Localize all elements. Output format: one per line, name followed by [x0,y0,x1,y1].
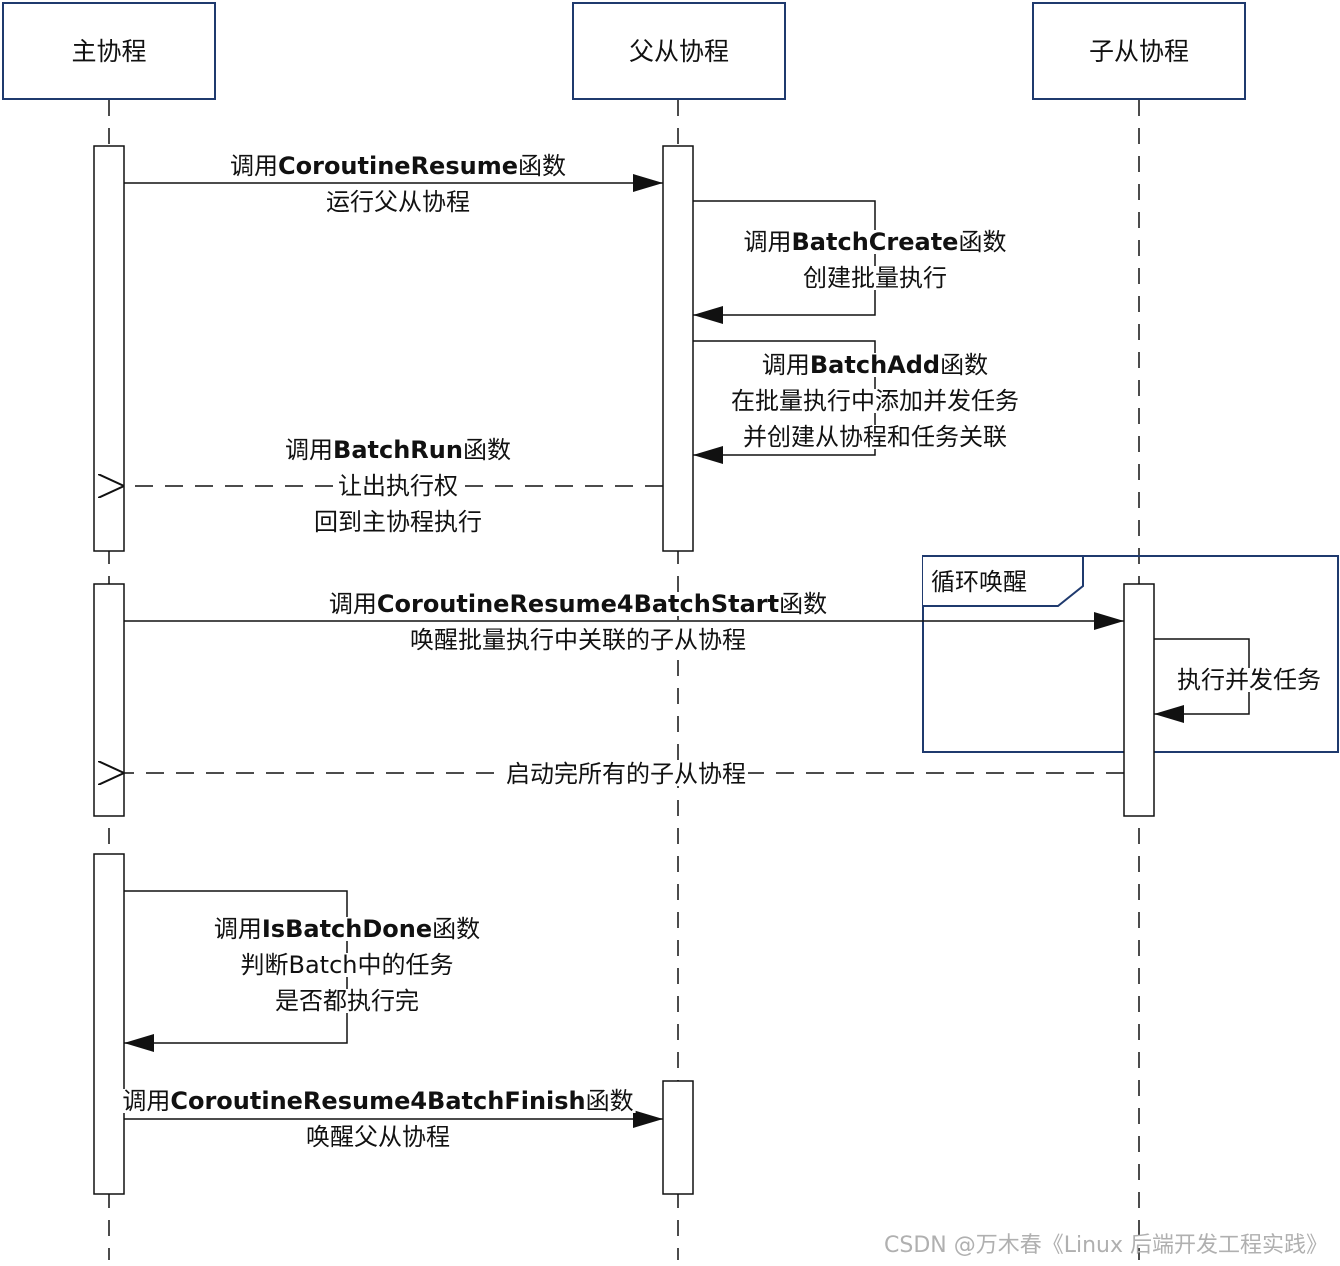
label-background [504,762,748,786]
message-label-line: 调用IsBatchDone函数 [214,915,480,943]
message-label-m6: 执行并发任务 [1175,666,1323,694]
label-background [238,953,456,977]
label-background [211,917,483,941]
label-background [1175,668,1323,692]
message-label-line: 调用BatchRun函数 [285,436,511,464]
label-background [324,190,472,214]
message-label-line: 并创建从协程和任务关联 [743,423,1007,451]
label-background [729,389,1021,413]
activation-main-3 [93,853,125,1195]
message-label-m7: 启动完所有的子从协程 [504,760,748,788]
label-background [759,353,991,377]
message-arrow-m2 [693,200,876,324]
loop-fragment: 循环唤醒 [922,555,1339,753]
message-label-line: 调用CoroutineResume函数 [230,152,566,180]
activation-parent-2 [662,1080,694,1195]
label-background [273,989,421,1013]
label-background [228,154,568,178]
participant-child-label: 子从协程 [1089,37,1189,66]
watermark-text: CSDN @万木春《Linux 后端开发工程实践》 [884,1233,1328,1258]
message-label-line: 调用CoroutineResume4BatchFinish函数 [122,1087,633,1115]
activation-main-2 [93,583,125,817]
message-label-line: 运行父从协程 [326,188,470,216]
activation-main-1 [93,145,125,552]
label-background [326,592,830,616]
label-background [741,230,1009,254]
participant-parent: 父从协程 [572,2,786,100]
label-background [801,266,949,290]
participant-main: 主协程 [2,2,216,100]
message-label-line: 创建批量执行 [803,264,947,292]
participant-main-label: 主协程 [71,37,146,66]
message-label-line: 调用BatchCreate函数 [744,228,1007,256]
message-label-line: 是否都执行完 [275,987,419,1015]
label-background [283,438,513,462]
message-label-m5: 调用CoroutineResume4BatchStart函数唤醒批量执行中关联的… [326,590,830,654]
label-background [336,474,460,498]
message-label-line: 回到主协程执行 [314,508,482,536]
message-label-line: 调用CoroutineResume4BatchStart函数 [329,590,827,618]
label-background [312,510,484,534]
message-label-line: 执行并发任务 [1177,666,1321,694]
participant-child: 子从协程 [1032,2,1246,100]
label-background [741,425,1009,449]
message-label-line: 启动完所有的子从协程 [506,760,746,788]
message-label-line: 在批量执行中添加并发任务 [731,387,1019,415]
message-label-line: 调用BatchAdd函数 [762,351,988,379]
participant-parent-label: 父从协程 [629,37,729,66]
loop-fragment-label: 循环唤醒 [931,568,1027,596]
label-background [120,1089,636,1113]
message-label-line: 唤醒批量执行中关联的子从协程 [410,626,746,654]
label-background [408,628,748,652]
message-label-line: 唤醒父从协程 [306,1123,450,1151]
message-label-line: 判断Batch中的任务 [241,951,454,979]
label-background [304,1125,452,1149]
message-label-line: 让出执行权 [338,472,458,500]
activation-child-1 [1123,583,1155,817]
activation-parent-1 [662,145,694,552]
